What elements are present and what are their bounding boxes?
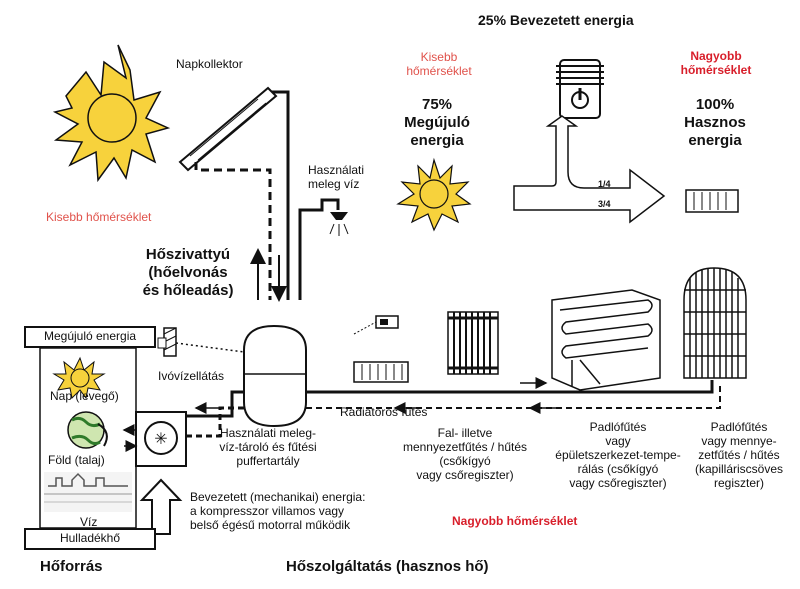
heating-supply-line — [306, 380, 714, 394]
sun-icon-small — [52, 356, 106, 400]
hasznos-energia-label: 100% Hasznos energia — [684, 96, 746, 149]
tarolo-label: Használati meleg- víz-tároló és fűtési p… — [219, 426, 317, 468]
thermostat-icon — [353, 315, 399, 335]
megujulo-energia-box: Megújuló energia — [24, 326, 156, 348]
hoszolgaltatas-label: Hőszolgáltatás (hasznos hő) — [286, 558, 489, 575]
padlofutes-2-label: Padlófűtés vagy mennye- zetfűtés / hűtés… — [694, 420, 784, 490]
hoszivattyu-label: Hőszivattyú (hőelvonás és hőleadás) — [142, 246, 234, 299]
shower-icon — [329, 212, 349, 236]
nagyobb-homerseklet-top-label: Nagyobb hőmérséklet — [680, 49, 752, 77]
hoforras-label: Hőforrás — [40, 558, 103, 575]
compressor-icon: ✳ — [135, 411, 187, 467]
heating-return-line — [306, 382, 721, 409]
capillary-register-icon — [683, 267, 747, 379]
fold-talaj-label: Föld (talaj) — [48, 453, 105, 467]
arrow-quarter-label: 1/4 — [598, 179, 611, 189]
arrow-three-quarter-label: 3/4 — [598, 199, 611, 209]
mechanical-energy-arrow — [139, 478, 183, 535]
padlofutes-1-label: Padlófűtés vagy épületszerkezet-tempe- r… — [555, 420, 681, 490]
solar-pipe-dashed — [194, 162, 272, 300]
tap-water-line — [175, 342, 245, 353]
bevezetett-mechanikai-label: Bevezetett (mechanikai) energia: a kompr… — [190, 490, 366, 532]
megujulo-energia-label: 75% Megújuló energia — [404, 96, 470, 149]
svg-text:✳: ✳ — [154, 429, 167, 448]
solar-collector-icon — [178, 86, 278, 172]
ivovizellatas-label: Ivóvízellátás — [158, 369, 225, 383]
radiatoros-futes-label: Radiátoros fűtés — [340, 405, 428, 419]
solar-pipe-solid — [272, 90, 290, 300]
kisebb-homerseklet-left-label: Kisebb hőmérséklet — [46, 210, 152, 224]
floor-heating-coil-icon — [551, 289, 661, 391]
globe-icon — [67, 411, 108, 449]
sun-icon-medium — [396, 157, 472, 232]
energy-combine-arrow — [513, 115, 666, 224]
sun-icon-large — [52, 44, 171, 183]
storage-tank — [243, 324, 307, 428]
nap-levego-label: Nap (levegő) — [50, 389, 119, 403]
hasznalati-meleg-viz-label: Használati meleg víz — [308, 163, 365, 191]
compressor-pipe-dashed — [186, 406, 244, 438]
hot-water-pipe — [298, 198, 340, 300]
radiator-icon-small — [353, 361, 409, 383]
engine-icon — [556, 59, 604, 119]
compressor-pipe-solid — [186, 390, 244, 418]
kisebb-homerseklet-top-label: Kisebb hőmérséklet — [406, 50, 472, 78]
viz-label: Víz — [80, 515, 98, 529]
water-scene-icon — [44, 472, 132, 512]
fal-mennyezet-label: Fal- illetve mennyezetfűtés / hűtés (cső… — [402, 426, 528, 482]
hulladekho-box: Hulladékhő — [24, 528, 156, 550]
wall-tap-icon — [157, 327, 177, 357]
top-energy-label: 25% Bevezetett energia — [478, 12, 634, 28]
napkollektor-label: Napkollektor — [176, 57, 243, 71]
nagyobb-homerseklet-bottom-label: Nagyobb hőmérséklet — [452, 514, 578, 528]
radiator-icon-large — [685, 189, 739, 213]
wall-heating-coil-icon — [447, 311, 499, 375]
